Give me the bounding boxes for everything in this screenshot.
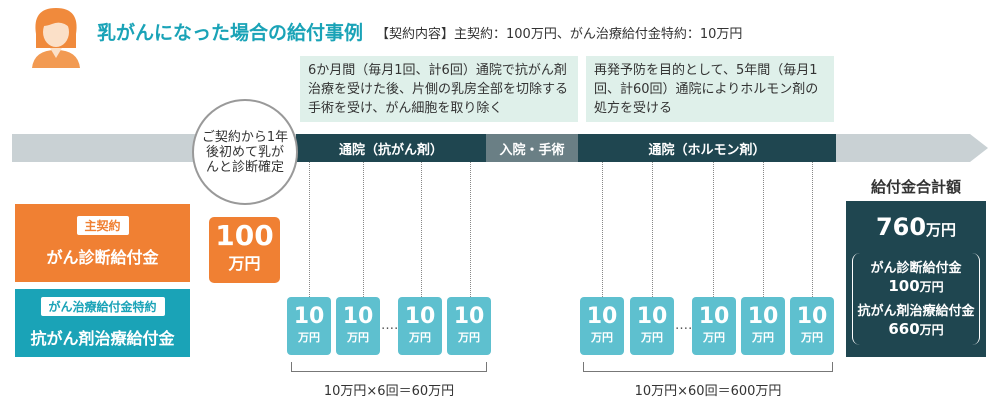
- total-amount-unit: 万円: [926, 221, 957, 239]
- hormone-note: 再発予防を目的として、5年間（毎月1回、計60回）通院によりホルモン剤の処方を受…: [586, 56, 834, 122]
- diagnosis-benefit-label: がん診断給付金: [46, 248, 159, 267]
- payout-amount: 10: [796, 304, 828, 329]
- guide-line: [470, 162, 471, 297]
- payout-unit: 万円: [703, 331, 725, 344]
- main-contract-label: 主契約 がん診断給付金: [15, 204, 190, 282]
- payout-unit: 万円: [409, 331, 431, 344]
- chemo-benefit-label: 抗がん剤治療給付金: [30, 329, 175, 348]
- payout-unit: 万円: [591, 331, 613, 344]
- total-diag-amount: 100万円: [846, 277, 986, 295]
- guide-line: [652, 162, 653, 297]
- monthly-payout: 10 万円: [336, 297, 380, 355]
- hormone-calc: 10万円×60回＝600万円: [634, 384, 782, 399]
- total-amount: 760万円: [846, 213, 986, 241]
- diagnosis-payout-unit: 万円: [228, 254, 261, 273]
- total-amount-value: 760: [875, 213, 927, 241]
- payout-unit: 万円: [801, 331, 823, 344]
- diagnosis-payout: 100 万円: [209, 217, 280, 283]
- woman-avatar-icon: [32, 8, 80, 68]
- monthly-payout: 10 万円: [580, 297, 624, 355]
- guide-line: [713, 162, 714, 297]
- rider-tag: がん治療給付金特約: [40, 297, 165, 316]
- chemo-bracket: [291, 362, 487, 372]
- guide-line: [309, 162, 310, 297]
- payout-amount: 10: [586, 304, 618, 329]
- total-diag-label: がん診断給付金: [870, 261, 962, 276]
- segment-chemo: 通院（抗がん剤）: [296, 134, 486, 162]
- page-title: 乳がんになった場合の給付事例: [97, 22, 364, 44]
- rider-label: がん治療給付金特約 抗がん剤治療給付金: [15, 289, 190, 357]
- total-chemo-amount: 660万円: [846, 320, 986, 338]
- payout-amount: 10: [453, 304, 485, 329]
- payout-unit: 万円: [298, 331, 320, 344]
- diagnosis-text: ご契約から1年後初めて乳がんと診断確定: [201, 129, 289, 175]
- payout-amount: 10: [404, 304, 436, 329]
- contract-details: 【契約内容】主契約：100万円、がん治療給付金特約：10万円: [376, 27, 743, 42]
- total-diag-unit: 万円: [919, 280, 944, 294]
- diagnosis-circle: ご契約から1年後初めて乳がんと診断確定: [192, 99, 298, 205]
- payout-unit: 万円: [752, 331, 774, 344]
- guide-line: [602, 162, 603, 297]
- monthly-payout: 10 万円: [630, 297, 674, 355]
- monthly-payout: 10 万円: [692, 297, 736, 355]
- total-chemo-unit: 万円: [919, 323, 944, 337]
- guide-line: [363, 162, 364, 297]
- monthly-payout: 10 万円: [741, 297, 785, 355]
- hormone-bracket: [583, 362, 833, 372]
- chemo-calc: 10万円×6回＝60万円: [323, 384, 455, 399]
- monthly-payout: 10 万円: [398, 297, 442, 355]
- payout-amount: 10: [293, 304, 325, 329]
- monthly-payout: 10 万円: [790, 297, 834, 355]
- segment-surgery: 入院・手術: [486, 134, 578, 162]
- payout-amount: 10: [342, 304, 374, 329]
- payout-unit: 万円: [458, 331, 480, 344]
- payout-unit: 万円: [641, 331, 663, 344]
- payout-amount: 10: [747, 304, 779, 329]
- total-diag-value: 100: [888, 277, 920, 295]
- total-chemo-value: 660: [888, 320, 920, 338]
- diagnosis-payout-amount: 100: [215, 219, 274, 252]
- total-breakdown-bracket: [852, 253, 980, 345]
- main-contract-tag: 主契約: [76, 216, 129, 235]
- total-title: 給付金合計額: [870, 178, 961, 196]
- guide-line: [812, 162, 813, 297]
- segment-hormone: 通院（ホルモン剤）: [578, 134, 836, 162]
- payout-unit: 万円: [347, 331, 369, 344]
- total-chemo-label: 抗がん剤治療給付金: [857, 304, 975, 319]
- monthly-payout: 10 万円: [287, 297, 331, 355]
- chemo-note: 6か月間（毎月1回、計6回）通院で抗がん剤治療を受けた後、片側の乳房全部を切除す…: [300, 56, 578, 122]
- payout-amount: 10: [636, 304, 668, 329]
- total-panel: 760万円 がん診断給付金 100万円 抗がん剤治療給付金 660万円: [846, 201, 986, 357]
- monthly-payout: 10 万円: [447, 297, 491, 355]
- guide-line: [763, 162, 764, 297]
- payout-amount: 10: [698, 304, 730, 329]
- guide-line: [421, 162, 422, 297]
